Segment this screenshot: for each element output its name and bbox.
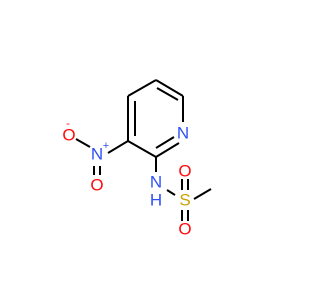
ring-nitrogen-label: N	[177, 124, 189, 143]
bond-c4-c5-inner	[156, 87, 179, 101]
sulfur-label: S	[179, 191, 190, 210]
sulfonyl-oxygen-bottom-label: O	[178, 220, 191, 239]
amide-hydrogen-label: H	[150, 191, 162, 210]
structure-canvas: N N + O - O N H S O O	[62, 79, 212, 239]
nitro-nitrogen-label: N	[91, 145, 103, 164]
bond-ring-n-c1-inner	[155, 136, 175, 149]
amide-nitrogen-label: N	[150, 173, 162, 192]
sulfonyl-oxygen-top-label: O	[178, 162, 191, 181]
bond-ring-n-c1	[155, 142, 180, 158]
nitro-oxygen-double-label: O	[90, 176, 103, 195]
bond-s-methyl	[193, 188, 212, 200]
nitro-oxygen-minus-label: O	[62, 126, 75, 145]
nitro-oxygen-charge: -	[66, 118, 70, 130]
bond-c4-c5	[155, 79, 184, 97]
nitro-nitrogen-charge: +	[103, 140, 109, 152]
bond-amide-n-s	[166, 189, 176, 196]
bond-c2-nitro-n	[107, 140, 129, 154]
molecule-diagram: N N + O - O N H S O O	[62, 79, 212, 239]
bond-c1-c2	[127, 140, 157, 158]
bond-c3-c4	[127, 79, 157, 97]
bond-nitro-n-o-minus	[75, 138, 91, 148]
